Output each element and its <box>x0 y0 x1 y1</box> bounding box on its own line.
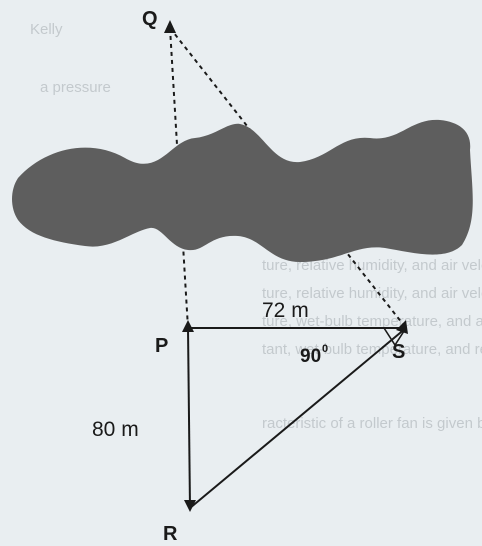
bleed-text: a pressure <box>40 79 111 96</box>
line-PR <box>187 327 191 509</box>
right-angle-marker <box>383 327 407 347</box>
label-Q: Q <box>142 8 158 30</box>
label-S: S <box>392 341 405 363</box>
arrowhead-Q <box>164 20 176 33</box>
label-P: P <box>155 335 168 357</box>
arrowhead-R <box>184 500 196 512</box>
label-R: R <box>163 523 178 545</box>
bleed-text: ture, relative humidity, and air velocit… <box>262 257 482 274</box>
arrowhead-P <box>182 320 194 332</box>
arrowhead-S <box>396 320 408 334</box>
bleed-text: racteristic of a roller fan is given bel… <box>262 415 482 432</box>
bleed-text: ture, wet-bulb temperature, and air velo… <box>262 313 482 330</box>
bleed-through-text: Kelly a pressure ture, relative humidity… <box>30 21 482 432</box>
obstacle-shape <box>12 119 473 262</box>
angle-S-label: 90 <box>300 346 321 367</box>
bleed-text: Kelly <box>30 21 63 38</box>
distance-PR-label: 80 m <box>92 418 139 441</box>
angle-degree-mark: 0 <box>322 343 328 355</box>
line-RS <box>189 327 407 509</box>
bleed-text: ture, relative humidity, and air velocit… <box>262 285 482 302</box>
distance-PS-label: 72 m <box>262 299 309 322</box>
dashed-line-QP <box>169 27 189 329</box>
bleed-text: tant, wet-bulb temperature, and relative… <box>262 341 482 358</box>
